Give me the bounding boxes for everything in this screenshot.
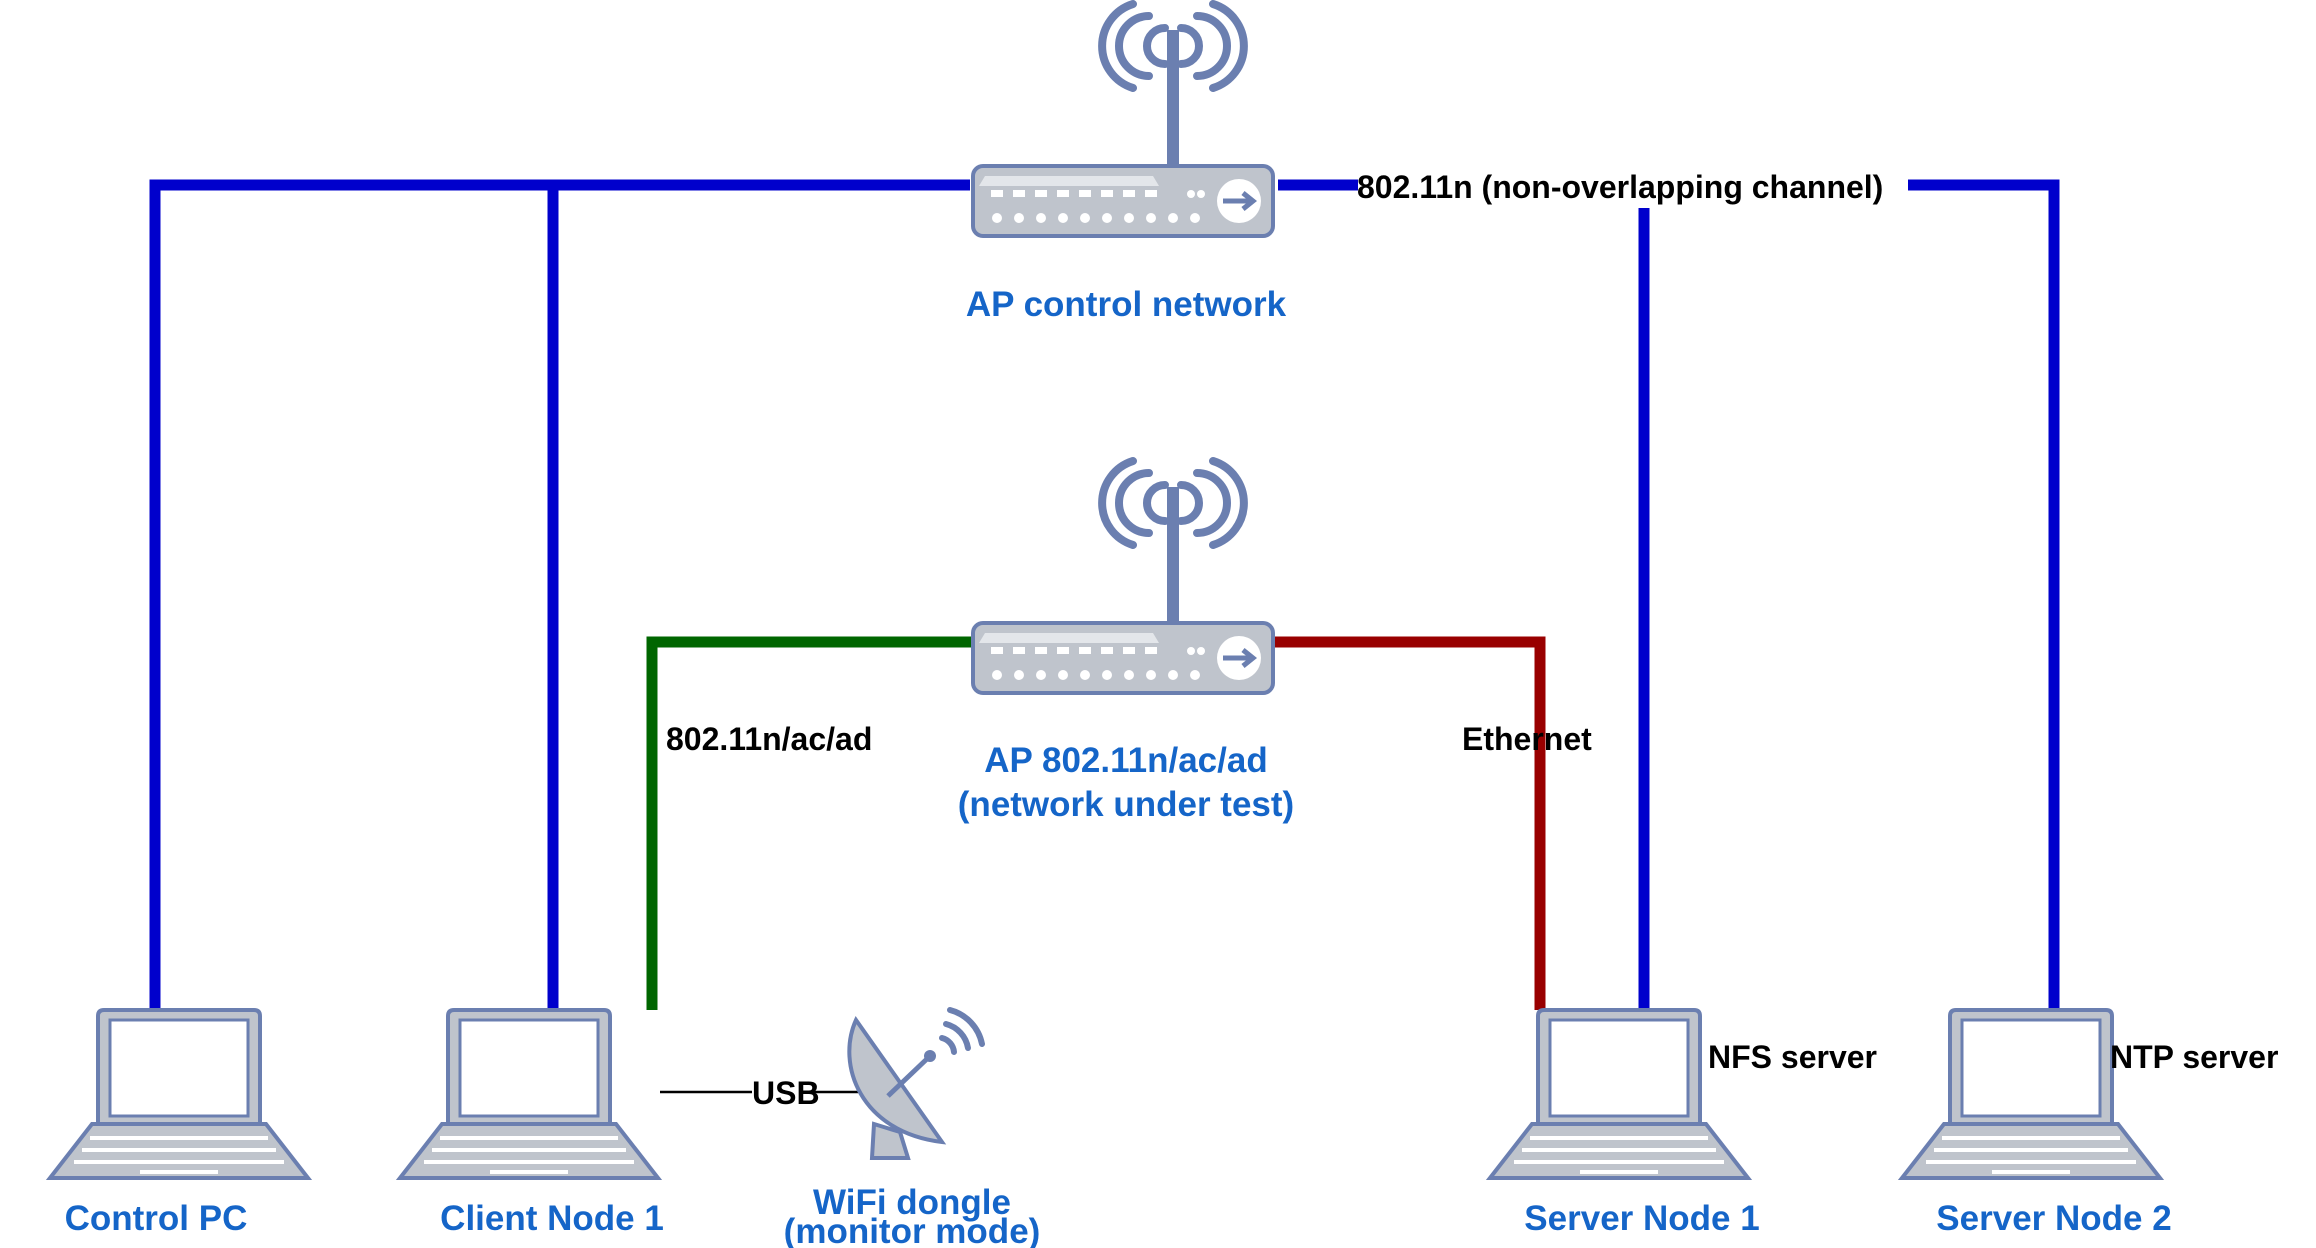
control-pc-link (149, 179, 970, 1010)
nfs-server-label: NFS server (1708, 1039, 1877, 1075)
wifi-link-label: 802.11n/ac/ad (666, 721, 872, 757)
server-node-1-label: Server Node 1 (1524, 1199, 1759, 1238)
usb-link-label: USB (752, 1075, 820, 1111)
server-node-2-label: Server Node 2 (1936, 1199, 2171, 1238)
laptop-icon (1900, 1008, 2162, 1180)
control-network-links (149, 179, 2060, 1010)
dongle-label-line1: WiFi dongle (813, 1183, 1011, 1222)
dongle-label-line2: (monitor mode) (784, 1212, 1041, 1248)
router-icon (973, 461, 1273, 693)
control-pc-label: Control PC (65, 1199, 248, 1238)
satellite-dish-icon (847, 1007, 985, 1160)
wifi-test-link (646, 636, 972, 1010)
ap-control-label: AP control network (966, 285, 1287, 324)
ntp-server-label: NTP server (2110, 1039, 2278, 1075)
ap-test-label-line1: AP 802.11n/ac/ad (984, 741, 1267, 780)
server-node-2-control-link (1908, 179, 2060, 1010)
control-network-link-label: 802.11n (non-overlapping channel) (1357, 169, 1883, 205)
ethernet-link (1275, 636, 1546, 1010)
laptop-icon (48, 1008, 310, 1180)
client-node-1-label: Client Node 1 (440, 1199, 664, 1238)
ethernet-link-label: Ethernet (1462, 721, 1592, 757)
laptop-icon (398, 1008, 660, 1180)
router-icon (973, 4, 1273, 236)
laptop-icon (1488, 1008, 1750, 1180)
ap-test-label-line2: (network under test) (958, 785, 1294, 824)
